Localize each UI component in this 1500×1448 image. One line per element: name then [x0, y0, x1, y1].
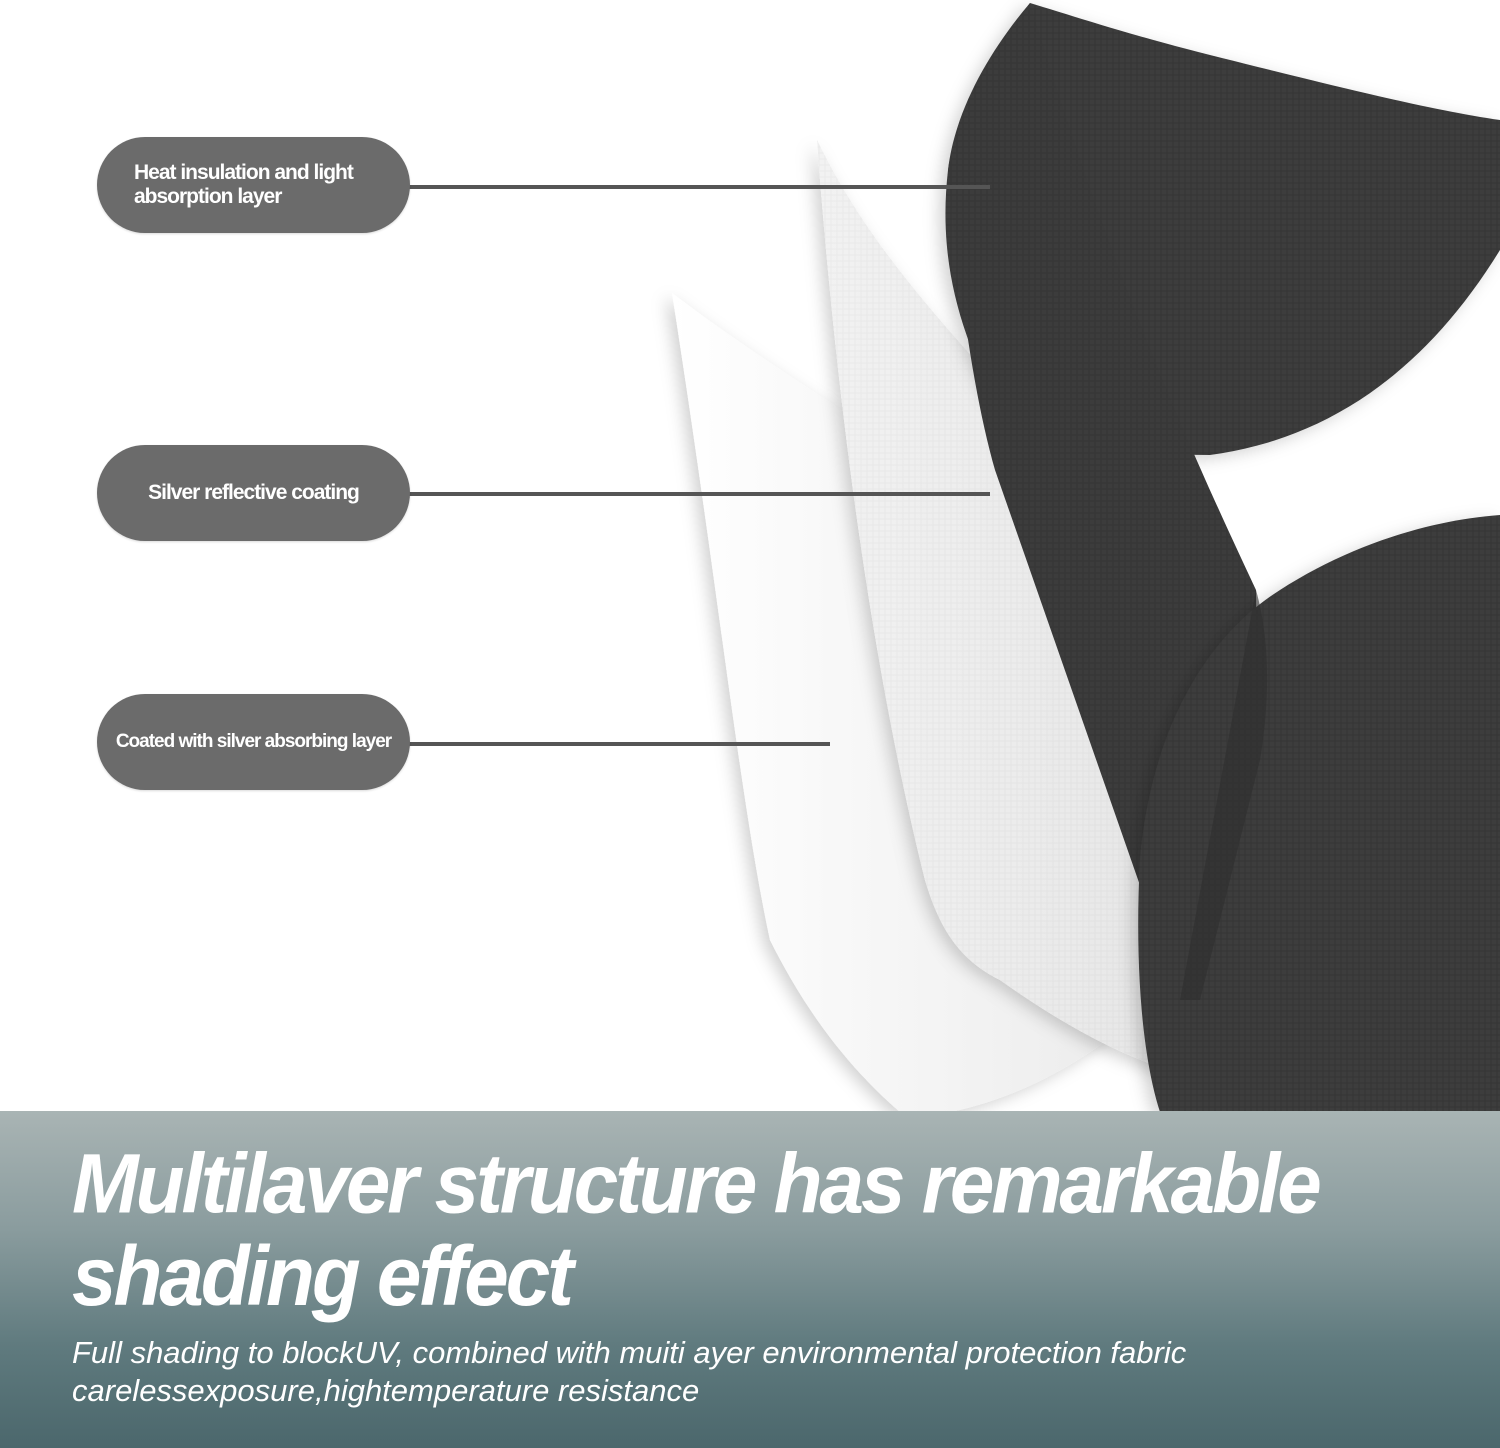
banner-subtitle-line-2: carelessexposure,hightemperature resista…	[72, 1373, 700, 1408]
callout-silver-absorbing-layer: Coated with silver absorbing layer	[97, 694, 410, 790]
banner-subtitle: Full shading to blockUV, combined with m…	[72, 1334, 1432, 1410]
leader-line-heat-insulation	[405, 185, 990, 189]
callout-silver-reflective-label: Silver reflective coating	[148, 481, 360, 504]
callout-heat-insulation-label: Heat insulation and light absorption lay…	[134, 161, 354, 208]
bottom-banner	[0, 1111, 1500, 1448]
banner-headline: Multilaver structure has remarkable shad…	[72, 1136, 1322, 1323]
fabric-layers-illustration	[672, 3, 1500, 1112]
callout-silver-absorbing-label: Coated with silver absorbing layer	[115, 731, 392, 752]
dark-fabric-layer-bottom	[1138, 515, 1500, 1112]
banner-subtitle-line-1: Full shading to blockUV, combined with m…	[72, 1335, 1187, 1370]
callout-silver-reflective-coating: Silver reflective coating	[97, 445, 410, 541]
callout-heat-insulation-layer: Heat insulation and light absorption lay…	[97, 137, 410, 233]
leader-line-silver-reflective	[405, 492, 990, 496]
leader-line-silver-absorbing	[405, 742, 830, 746]
